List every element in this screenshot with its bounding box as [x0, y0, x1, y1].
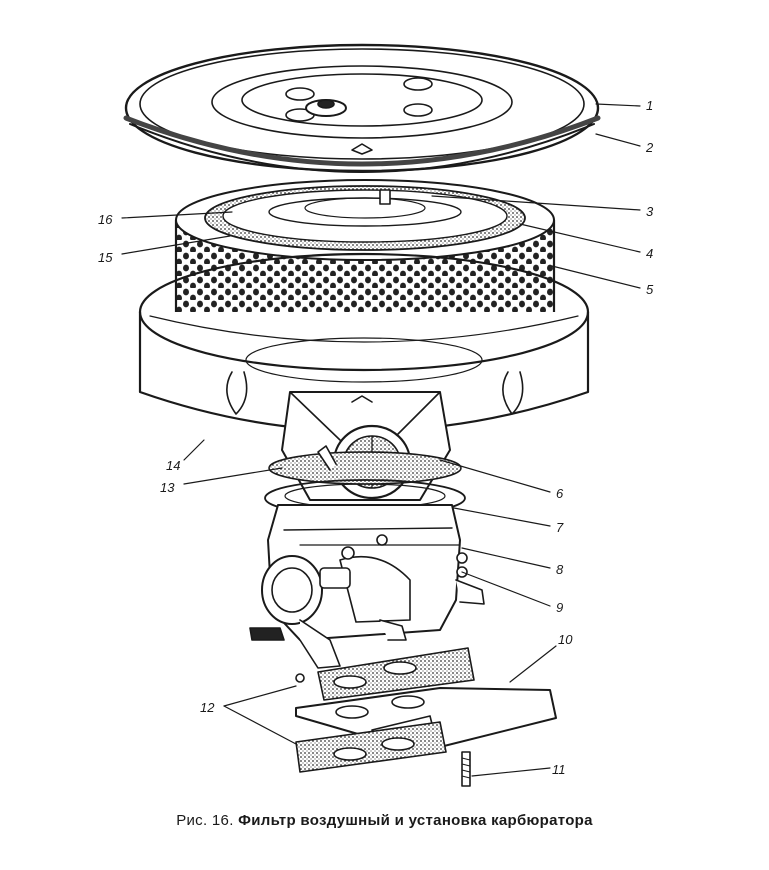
- callout-6: 6: [556, 486, 564, 501]
- callout-9: 9: [556, 600, 563, 615]
- callout-15: 15: [98, 250, 113, 265]
- carburetor: [249, 445, 485, 669]
- callout-11: 11: [552, 762, 566, 777]
- callout-14: 14: [166, 458, 180, 473]
- callout-2: 2: [645, 140, 654, 155]
- carburetor-gaskets: [295, 647, 557, 773]
- stud: [461, 751, 471, 787]
- callout-10: 10: [558, 632, 573, 647]
- callout-12: 12: [200, 700, 215, 715]
- callout-8: 8: [556, 562, 564, 577]
- filter-element: [174, 179, 556, 363]
- callout-1: 1: [646, 98, 653, 113]
- callout-3: 3: [646, 204, 654, 219]
- caption-title: Фильтр воздушный и установка карбюратора: [238, 812, 593, 829]
- caption-label: Рис. 16.: [176, 812, 234, 829]
- callout-5: 5: [646, 282, 654, 297]
- callout-4: 4: [646, 246, 653, 261]
- figure-caption: Рис. 16. Фильтр воздушный и установка ка…: [0, 812, 769, 829]
- callout-16: 16: [98, 212, 113, 227]
- air-filter-carburetor-drawing: 1 2 3 4 5 6 7 8 9 10 11 12 13 14 15 16: [98, 43, 654, 787]
- callout-7: 7: [556, 520, 564, 535]
- filter-lid: [123, 43, 601, 173]
- callout-13: 13: [160, 480, 175, 495]
- leader-lines: [121, 103, 641, 777]
